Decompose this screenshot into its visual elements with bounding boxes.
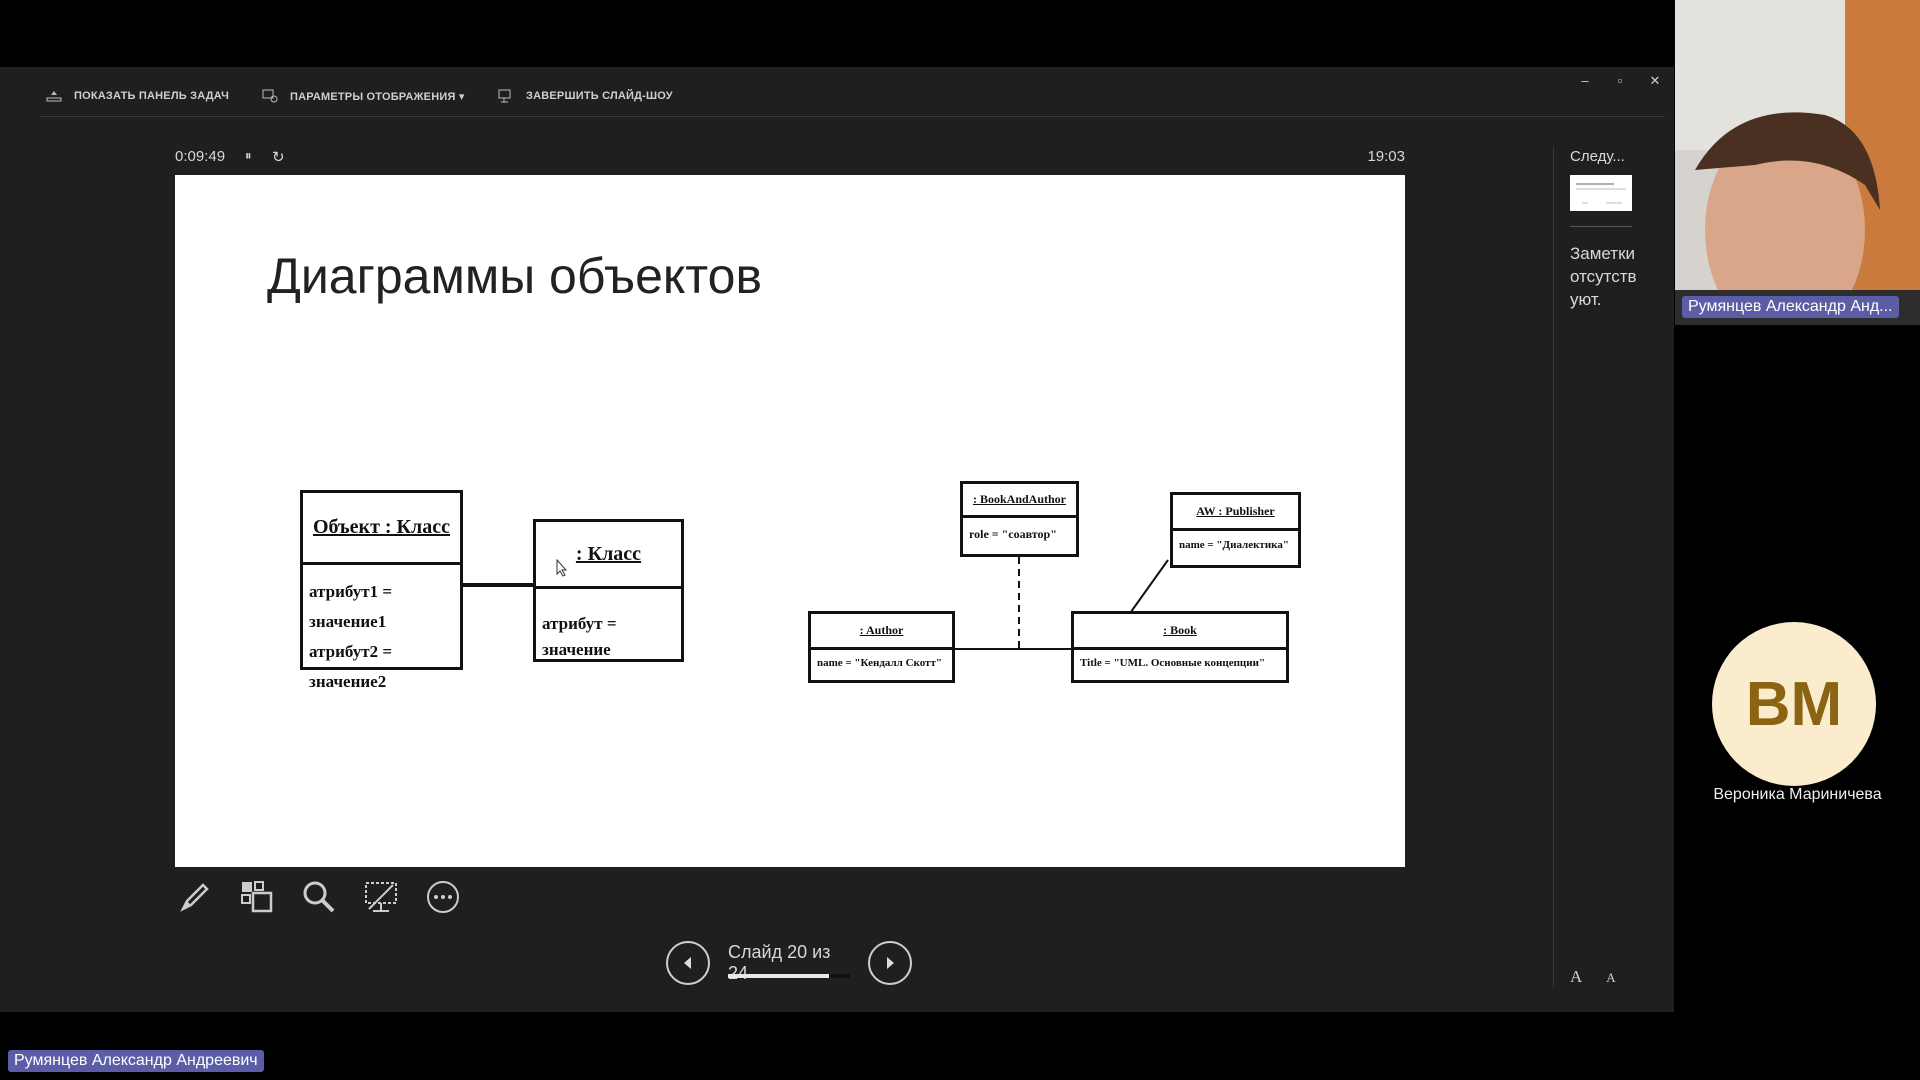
current-slide: Диаграммы объектов Объект : Класс атрибу… [175, 175, 1405, 867]
minimize-button[interactable]: – [1581, 73, 1589, 88]
uml-object-head: Объект : Класс [303, 493, 460, 565]
diagram-connectors [460, 557, 1169, 650]
speaker-notes: Заметки отсутствуют. [1570, 244, 1637, 309]
uml-baa-attr: role = "соавтор" [969, 527, 1057, 541]
pause-icon[interactable]: ⏸ [245, 148, 252, 163]
screen-sharer-name-tag: Румянцев Александр Андреевич [8, 1050, 264, 1072]
participant-name: Вероника Мариничева [1713, 786, 1882, 803]
show-taskbar-button[interactable]: ПОКАЗАТЬ ПАНЕЛЬ ЗАДАЧ [46, 89, 229, 103]
slide-progress-bar [728, 974, 850, 978]
slide-progress-fill [728, 974, 830, 978]
camera-video-tile: Румянцев Александр Анд... [1675, 0, 1920, 325]
previous-slide-button[interactable] [666, 941, 710, 985]
previous-arrow-icon [684, 957, 691, 969]
next-slide-button[interactable] [868, 941, 912, 985]
reset-timer-icon[interactable]: ↻ [272, 149, 285, 166]
uml-publisher: AW : Publisher name = "Диалектика" [1170, 492, 1301, 568]
end-slideshow-button[interactable]: ЗАВЕРШИТЬ СЛАЙД-ШОУ [498, 89, 673, 103]
restore-button[interactable]: ▫ [1617, 73, 1623, 88]
uml-anonymous-class: : Класс атрибут = значение [533, 519, 684, 662]
uml-book-and-author: : BookAndAuthor role = "соавтор" [960, 481, 1079, 557]
decrease-font-button[interactable]: A [1606, 970, 1616, 985]
timer-row: 0:09:49 ⏸ ↻ 19:03 [175, 148, 1405, 170]
slide-title: Диаграммы объектов [267, 248, 763, 304]
display-settings-icon [262, 89, 278, 103]
uml-anon-head: : Класс [536, 522, 681, 589]
right-panel-divider [1553, 147, 1554, 987]
clock: 19:03 [1367, 148, 1405, 165]
pen-icon[interactable] [175, 877, 215, 917]
slide-tools [175, 877, 463, 921]
mouse-cursor-icon [556, 559, 568, 577]
display-settings-button[interactable]: ПАРАМЕТРЫ ОТОБРАЖЕНИЯ ▾ [262, 89, 465, 103]
uml-object-class: Объект : Класс атрибут1 = значение1 атри… [300, 490, 463, 691]
black-screen-icon[interactable] [361, 877, 401, 917]
participant-avatar: ВМ [1712, 622, 1876, 786]
notes-font-controls: A A [1570, 967, 1616, 987]
uml-attr-1: атрибут1 = значение1 [309, 582, 393, 631]
close-button[interactable]: ✕ [1649, 73, 1661, 88]
show-taskbar-label: ПОКАЗАТЬ ПАНЕЛЬ ЗАДАЧ [74, 90, 230, 102]
camera-feed-image [1675, 0, 1920, 325]
uml-book-head: : Book [1074, 614, 1286, 650]
slide-counter: Слайд 20 из 24 [728, 942, 850, 984]
uml-book-attr: Title = "UML. Основные концепции" [1080, 657, 1266, 669]
uml-publisher-attr: name = "Диалектика" [1179, 539, 1289, 551]
uml-publisher-head: AW : Publisher [1173, 495, 1298, 531]
end-slideshow-label: ЗАВЕРШИТЬ СЛАЙД-ШОУ [526, 90, 673, 102]
uml-anon-attr: атрибут = значение [542, 614, 617, 659]
more-options-icon[interactable] [423, 877, 463, 917]
slide-counter-text: Слайд 20 из 24 [728, 942, 831, 983]
next-arrow-icon [887, 957, 894, 969]
camera-name-tag: Румянцев Александр Анд... [1682, 296, 1899, 318]
uml-author: : Author name = "Кендалл Скотт" [808, 611, 955, 683]
uml-book: : Book Title = "UML. Основные концепции" [1071, 611, 1289, 683]
elapsed-timer: 0:09:49 [175, 148, 226, 165]
next-slide-label: Следу... [1570, 148, 1625, 165]
presenter-toolbar: ПОКАЗАТЬ ПАНЕЛЬ ЗАДАЧ ПАРАМЕТРЫ ОТОБРАЖЕ… [40, 67, 1665, 117]
uml-author-head: : Author [811, 614, 952, 650]
slide-navigation: Слайд 20 из 24 [666, 940, 912, 986]
uml-author-attr: name = "Кендалл Скотт" [817, 657, 942, 669]
see-all-slides-icon[interactable] [237, 877, 277, 917]
taskbar-icon [46, 89, 62, 103]
next-slide-thumbnail[interactable] [1570, 175, 1632, 211]
notes-separator [1570, 226, 1632, 227]
uml-baa-head: : BookAndAuthor [963, 484, 1076, 518]
end-slideshow-icon [498, 89, 514, 103]
presenter-view-window: ПОКАЗАТЬ ПАНЕЛЬ ЗАДАЧ ПАРАМЕТРЫ ОТОБРАЖЕ… [0, 67, 1674, 1012]
increase-font-button[interactable]: A [1570, 967, 1583, 986]
zoom-icon[interactable] [299, 877, 339, 917]
uml-attr-2: атрибут2 = значение2 [309, 642, 393, 691]
display-settings-label: ПАРАМЕТРЫ ОТОБРАЖЕНИЯ ▾ [290, 90, 465, 103]
